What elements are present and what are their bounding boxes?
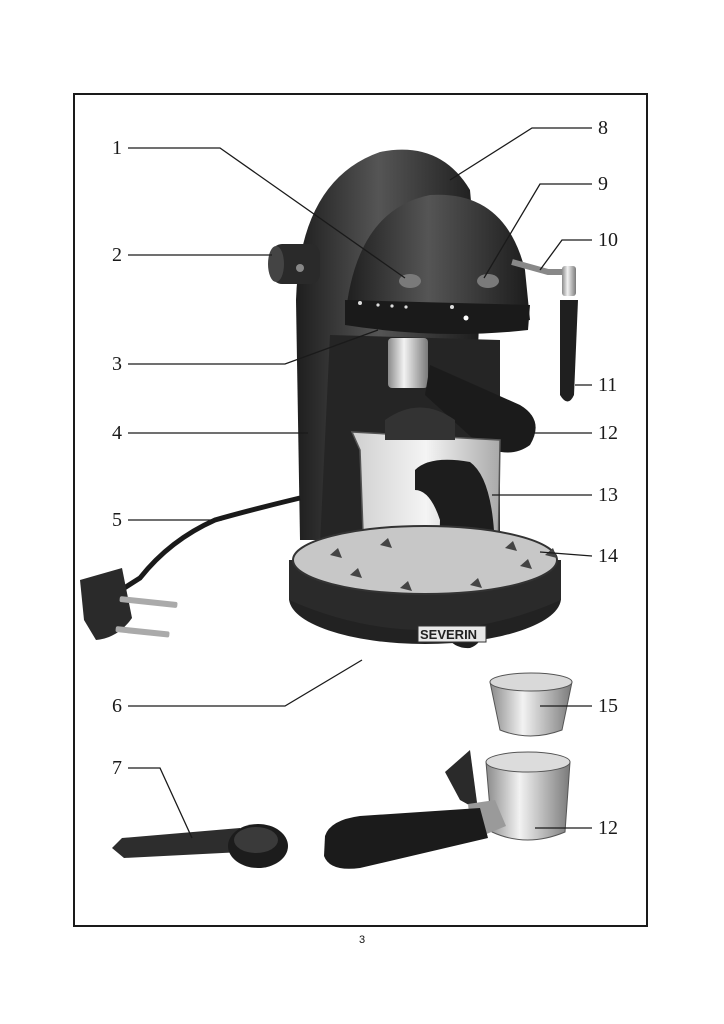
callout-13: 13: [598, 484, 618, 506]
control-panel: [345, 300, 530, 334]
power-plug: [80, 568, 178, 640]
callout-9: 9: [598, 173, 608, 195]
brand-plate: SEVERIN: [420, 627, 477, 642]
callout-3: 3: [112, 353, 122, 375]
callout-5: 5: [112, 509, 122, 531]
drip-tray-holes: [330, 538, 557, 591]
callout-8: 8: [598, 117, 608, 139]
callout-7: 7: [112, 757, 122, 779]
leader-lines: [128, 127, 593, 839]
callout-11: 11: [598, 374, 618, 396]
page-number: 3: [358, 934, 366, 946]
callout-10: 10: [598, 229, 618, 251]
steam-control-knob: [268, 244, 320, 284]
callout-15: 15: [598, 695, 618, 717]
filter-insert: [489, 672, 573, 737]
filter-holder-detached: [324, 750, 571, 869]
callout-2: 2: [112, 244, 122, 266]
measuring-spoon: [112, 824, 288, 868]
power-cord: [116, 495, 301, 595]
drip-tray: [292, 525, 558, 595]
callout-6: 6: [112, 695, 122, 717]
callout-4: 4: [112, 422, 122, 444]
callout-1: 1: [112, 137, 122, 159]
callout-12-detached: 12: [598, 817, 618, 839]
brand-plate-bg: [417, 625, 487, 643]
brew-head: [388, 338, 428, 388]
callout-12: 12: [598, 422, 618, 444]
steam-arm: [511, 259, 568, 275]
filter-holder-grip: [324, 808, 488, 869]
figure-frame: [73, 93, 648, 927]
steam-nozzle: [560, 300, 578, 402]
filter-holder-handle: [425, 365, 536, 453]
callout-14: 14: [598, 545, 618, 567]
front-head: [345, 194, 530, 328]
